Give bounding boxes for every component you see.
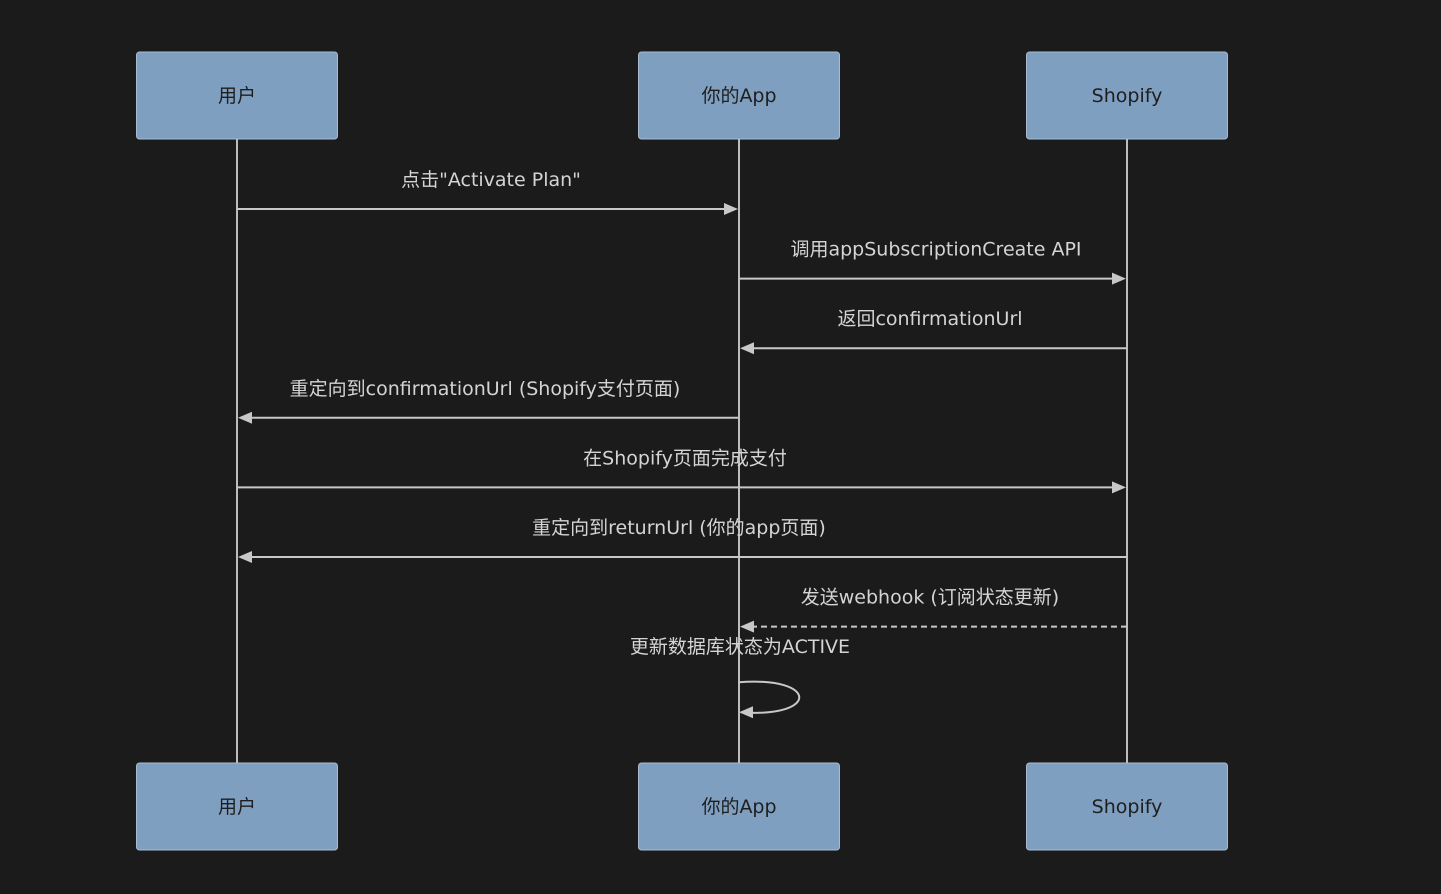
message-3: 返回confirmationUrl (740, 308, 1127, 355)
message-label: 点击"Activate Plan" (401, 169, 581, 191)
participants-bottom: 用户 你的App Shopify (136, 762, 1228, 851)
participant-box (1026, 51, 1228, 140)
participant-label: 你的App (701, 796, 776, 818)
participant-box (136, 51, 338, 140)
message-label: 更新数据库状态为ACTIVE (630, 636, 850, 658)
participant-box (1026, 762, 1228, 851)
message-8: 更新数据库状态为ACTIVE (630, 636, 850, 719)
participant-label: Shopify (1092, 85, 1163, 107)
participant-label: 你的App (701, 85, 776, 107)
message-label: 重定向到confirmationUrl (Shopify支付页面) (290, 378, 681, 400)
message-label: 重定向到returnUrl (你的app页面) (532, 517, 826, 539)
message-5: 在Shopify页面完成支付 (237, 447, 1126, 494)
arrowhead (1112, 481, 1126, 494)
participant-app-top: 你的App (638, 51, 840, 140)
participant-label: 用户 (218, 796, 256, 818)
participant-app-bottom: 你的App (638, 762, 840, 851)
message-4: 重定向到confirmationUrl (Shopify支付页面) (238, 378, 739, 424)
arrowhead (739, 706, 753, 719)
lifelines (236, 139, 1128, 763)
participants-top: 用户 你的App Shopify (136, 51, 1228, 140)
arrowhead (724, 203, 738, 215)
self-message-loop (738, 680, 801, 714)
participant-label: Shopify (1092, 796, 1163, 818)
participant-shopify-bottom: Shopify (1026, 762, 1228, 851)
participant-box (638, 51, 840, 140)
arrowhead (238, 551, 252, 563)
participant-label: 用户 (218, 85, 256, 107)
message-1: 点击"Activate Plan" (237, 169, 738, 215)
message-7: 发送webhook (订阅状态更新) (740, 587, 1127, 633)
participant-box (136, 762, 338, 851)
arrowhead (1112, 272, 1126, 285)
message-label: 发送webhook (订阅状态更新) (801, 587, 1059, 609)
message-label: 调用appSubscriptionCreate API (790, 239, 1081, 261)
message-label: 在Shopify页面完成支付 (583, 447, 787, 469)
arrowhead (740, 342, 754, 355)
message-2: 调用appSubscriptionCreate API (739, 239, 1126, 285)
arrowhead (238, 411, 252, 424)
arrowhead (740, 620, 754, 633)
messages: 点击"Activate Plan" 调用appSubscriptionCreate… (237, 169, 1127, 719)
participant-shopify-top: Shopify (1026, 51, 1228, 140)
participant-user-bottom: 用户 (136, 762, 338, 851)
message-label: 返回confirmationUrl (837, 308, 1022, 330)
participant-box (638, 762, 840, 851)
participant-user-top: 用户 (136, 51, 338, 140)
message-6: 重定向到returnUrl (你的app页面) (238, 517, 1127, 563)
